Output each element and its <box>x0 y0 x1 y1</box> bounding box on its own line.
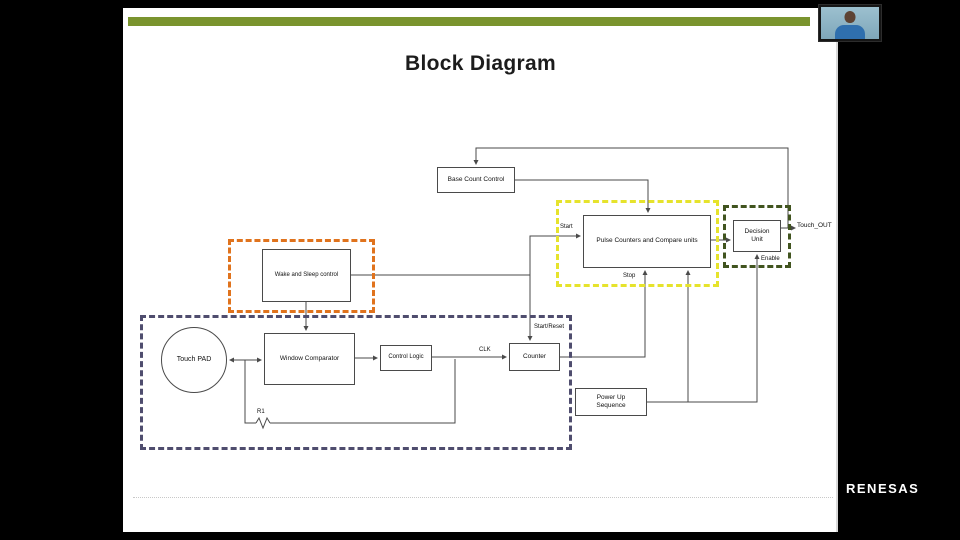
label-enable: Enable <box>761 256 780 262</box>
block-window-comparator: Window Comparator <box>264 333 355 385</box>
presenter-body <box>835 25 865 39</box>
block-power-up-sequence: Power Up Sequence <box>575 388 647 416</box>
presenter-video[interactable] <box>818 4 882 42</box>
slide <box>123 8 838 532</box>
renesas-logo: RENESAS <box>846 481 920 496</box>
presenter-head <box>844 11 856 23</box>
label-start-reset: Start/Reset <box>534 324 565 330</box>
slide-title: Block Diagram <box>405 52 556 75</box>
block-decision-unit: Decision Unit <box>733 220 781 252</box>
label-r1: R1 <box>257 409 265 415</box>
block-control-logic: Control Logic <box>380 345 432 371</box>
block-pulse-counters: Pulse Counters and Compare units <box>583 215 711 268</box>
label-touch-out: Touch_OUT <box>797 222 832 229</box>
block-wake-sleep-control: Wake and Sleep control <box>262 249 351 302</box>
block-touch-pad: Touch PAD <box>161 327 227 393</box>
block-base-count-control: Base Count Control <box>437 167 515 193</box>
label-start: Start <box>560 224 573 230</box>
slide-footer-divider <box>133 497 833 498</box>
label-stop: Stop <box>623 273 636 279</box>
block-counter: Counter <box>509 343 560 371</box>
label-clk: CLK <box>479 347 491 353</box>
presenter-video-feed <box>821 7 879 39</box>
slide-accent-bar <box>128 17 810 26</box>
